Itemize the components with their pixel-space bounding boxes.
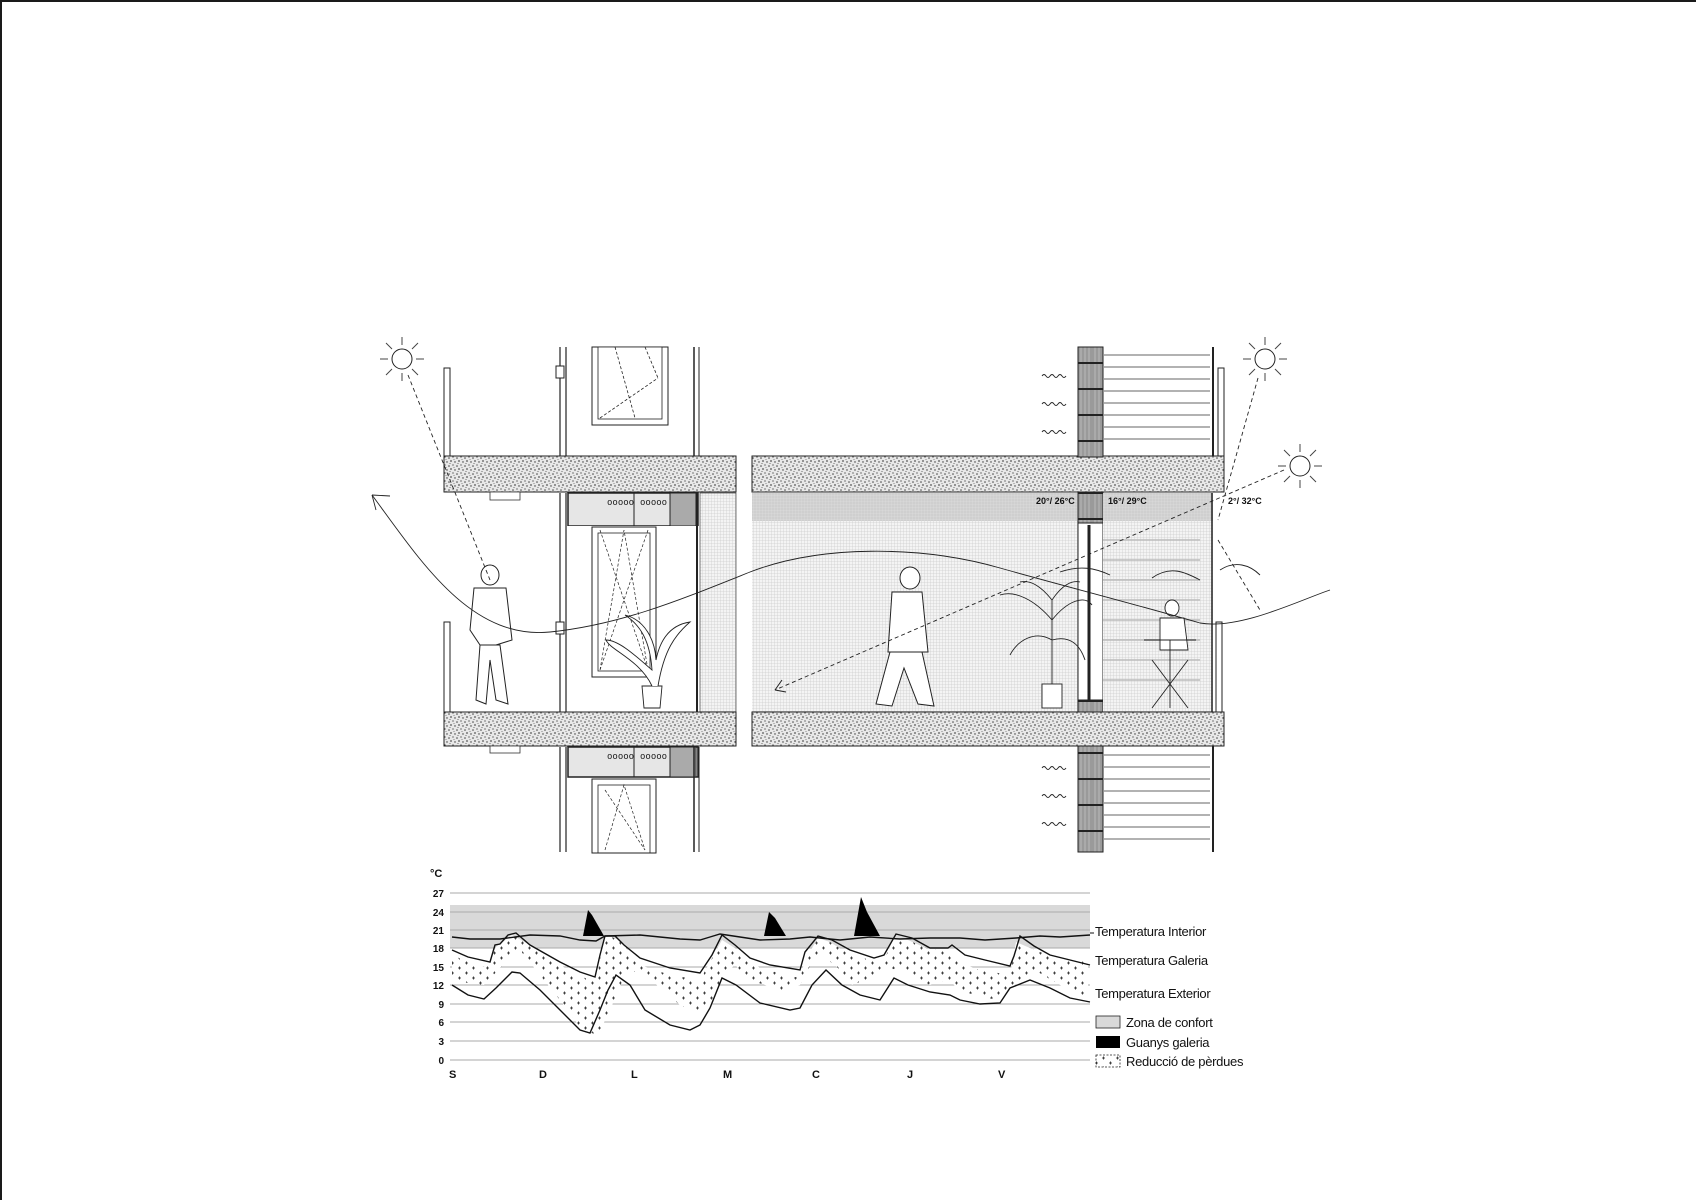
gallery-space	[1103, 493, 1213, 713]
line-temperatura-interior	[451, 933, 1091, 942]
svg-text:3: 3	[438, 1037, 444, 1048]
sun-icon	[380, 337, 424, 381]
heat-wave-icons-upper	[1041, 374, 1067, 434]
ventilation-unit-upper: ooooo ooooo	[567, 492, 699, 527]
brick-wall-upper-right	[1077, 346, 1104, 458]
gallery-screen-left	[699, 492, 737, 714]
louvres-lower	[1104, 754, 1210, 840]
svg-text:ooooo: ooooo	[640, 498, 667, 508]
louvres-upper	[1104, 354, 1210, 440]
interior-ceiling-shade	[752, 493, 1078, 521]
temperature-chart: °C 27 24 21 18 15 12 9 6 3 0 S D L M C J…	[430, 868, 1244, 1081]
person-sitting-galeria	[1144, 599, 1196, 709]
arrow-head	[774, 679, 787, 693]
chart-legend: Zona de confort Guanys galeria Reducció …	[1095, 1015, 1244, 1069]
svg-text:L: L	[631, 1069, 638, 1081]
legend-swatch-guanys	[1096, 1036, 1120, 1048]
label-temperatura-interior: Temperatura Interior	[1095, 924, 1207, 939]
ventilation-unit-lower: ooooo ooooo	[567, 746, 699, 778]
light-fixture	[489, 491, 521, 501]
label-temperatura-galeria: Temperatura Galeria	[1095, 953, 1209, 968]
left-window-bottom	[559, 747, 700, 854]
svg-text:ooooo: ooooo	[640, 752, 667, 762]
legend-swatch-confort	[1095, 1015, 1121, 1029]
svg-text:ooooo: ooooo	[607, 752, 634, 762]
svg-text:ooooo: ooooo	[607, 498, 634, 508]
svg-text:27: 27	[433, 889, 445, 900]
legend-label-guanys: Guanys galeria	[1126, 1035, 1210, 1050]
temp-label-exterior: 2°/ 32°C	[1228, 496, 1262, 506]
svg-text:6: 6	[438, 1018, 444, 1029]
svg-text:18: 18	[433, 944, 445, 955]
brick-wall-lower-right	[1077, 745, 1104, 853]
light-fixture	[489, 745, 521, 754]
legend-swatch-reduccio	[1095, 1054, 1121, 1068]
svg-text:21: 21	[433, 926, 445, 937]
slab-lower-right	[751, 711, 1225, 747]
brick-lintel	[1077, 492, 1104, 524]
airflow-curves	[371, 494, 1331, 633]
plant-palm	[999, 581, 1093, 709]
sun-icon	[1243, 337, 1287, 381]
svg-text:0: 0	[438, 1056, 444, 1067]
svg-text:9: 9	[438, 1000, 444, 1011]
slab-upper-left	[443, 455, 737, 493]
svg-text:S: S	[449, 1069, 456, 1081]
line-temperatura-galeria	[451, 932, 1091, 978]
svg-text:M: M	[723, 1069, 732, 1081]
chart-line-labels: Temperatura Interior Temperatura Galeria…	[1090, 924, 1212, 1001]
loss-reduction-area	[452, 935, 1088, 1035]
label-temperatura-exterior: Temperatura Exterior	[1095, 986, 1211, 1001]
temp-label-interior: 20°/ 26°C	[1036, 496, 1075, 506]
legend-label-reduccio: Reducció de pèrdues	[1126, 1054, 1244, 1069]
svg-text:24: 24	[433, 908, 445, 919]
building-section: ooooo ooooo	[371, 337, 1331, 854]
sun-rays	[407, 374, 1285, 691]
sun-icon	[1278, 444, 1322, 488]
legend-label-confort: Zona de confort	[1126, 1015, 1213, 1030]
temp-label-galeria: 16°/ 29°C	[1108, 496, 1147, 506]
heat-wave-icons-lower	[1041, 766, 1067, 826]
slab-upper-right	[751, 455, 1225, 493]
slab-lower-left	[443, 711, 737, 747]
x-axis-ticks: S D L M C J V	[449, 1069, 1006, 1081]
y-axis-unit: °C	[430, 868, 442, 880]
svg-text:15: 15	[433, 963, 445, 974]
svg-text:J: J	[907, 1069, 913, 1081]
svg-text:C: C	[812, 1069, 820, 1081]
svg-text:12: 12	[433, 981, 445, 992]
balcony-railing-left	[443, 621, 451, 713]
gallery-railing	[1215, 621, 1223, 713]
svg-text:D: D	[539, 1069, 547, 1081]
left-wall-upper	[443, 346, 700, 459]
line-temperatura-exterior	[451, 969, 1091, 1034]
left-window-lower	[555, 493, 657, 712]
person-walking-balcony	[469, 564, 513, 705]
svg-text:V: V	[998, 1069, 1006, 1081]
gallery-gain-peaks	[583, 897, 880, 936]
plant-left	[605, 614, 692, 709]
y-axis-ticks: 27 24 21 18 15 12 9 6 3 0	[433, 889, 445, 1067]
gallery-ceiling-shade	[1103, 493, 1213, 521]
